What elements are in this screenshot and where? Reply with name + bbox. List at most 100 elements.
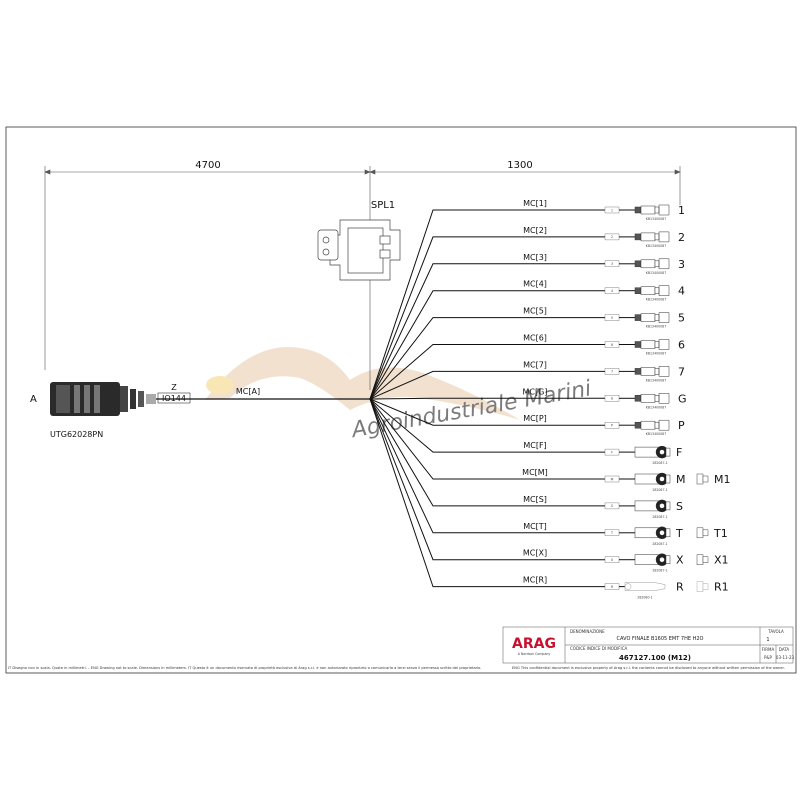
ghost-connector	[624, 582, 666, 591]
branch-tag: M	[611, 477, 614, 481]
connector-tip	[654, 368, 660, 375]
tavola-value: 1	[766, 637, 769, 643]
connector-boot	[634, 287, 642, 294]
branch-wire	[369, 290, 605, 400]
connector-hole	[659, 449, 665, 455]
mate-connector	[696, 581, 709, 592]
firma-value: P&P	[764, 655, 773, 660]
connector-tip	[654, 206, 660, 214]
small-connector	[634, 258, 670, 270]
dimension-lines	[44, 166, 681, 390]
branch-tag: 2	[611, 235, 613, 239]
connector-tip	[665, 555, 671, 564]
mate-connector	[696, 554, 709, 565]
branch-label: MC[7]	[523, 360, 547, 369]
mate-connector	[696, 527, 709, 539]
part-number: 467127.100 (M12)	[619, 654, 691, 662]
mate-tip	[702, 583, 709, 590]
connector-latch	[658, 204, 670, 216]
pin-label: 2	[678, 231, 685, 244]
connector-tip	[654, 260, 660, 268]
branch-tag: 6	[611, 343, 613, 347]
connector-code: KB13400087	[646, 298, 667, 302]
pin-label: G	[678, 392, 687, 405]
connector-code: 282087-1	[652, 515, 667, 519]
connector-body	[640, 394, 656, 403]
connector-latch	[658, 285, 670, 296]
small-connector	[634, 366, 670, 377]
round-connector	[634, 499, 671, 513]
branch-tag: R	[611, 585, 614, 589]
branch-wire	[369, 209, 605, 400]
connector-boot	[634, 341, 642, 348]
branch-wire	[369, 263, 605, 400]
connector-latch	[658, 339, 670, 350]
branch-wire	[369, 398, 605, 561]
round-connector	[634, 472, 671, 486]
connector-boot	[634, 314, 642, 321]
connector-latch	[658, 366, 670, 377]
connector-body	[640, 367, 656, 376]
mate-tip	[702, 529, 709, 537]
mate-tip	[702, 475, 709, 483]
connector-boot	[634, 395, 642, 402]
codice-label: CODICE INDICE DI MODIFICA	[570, 646, 627, 651]
branch-label: MC[X]	[523, 549, 547, 558]
branch-label: MC[1]	[523, 199, 547, 208]
connector-tip	[654, 287, 660, 294]
connector-boot	[634, 368, 642, 375]
pin-label: T	[675, 527, 683, 540]
pin-label: 7	[678, 365, 685, 378]
pin-label: 4	[678, 285, 685, 298]
connector-code: KB13400087	[646, 217, 667, 221]
mate-label: R1	[714, 581, 729, 594]
data-value: 03-11-23	[776, 655, 795, 660]
connector-tip	[665, 447, 671, 457]
connector-code: KB13400087	[646, 271, 667, 275]
branch-wire	[369, 317, 605, 400]
cable-tag-letter: Z	[171, 383, 177, 392]
main-connector-code: UTG62028PN	[50, 430, 103, 439]
connector-code: 282087-1	[652, 569, 667, 573]
mate-label: M1	[714, 473, 731, 486]
title-block	[502, 626, 794, 664]
pin-label: F	[676, 446, 682, 459]
branch-tag: T	[610, 531, 613, 535]
branch-tag: 7	[611, 370, 613, 374]
branch-tag: F	[611, 450, 613, 454]
sheet-border	[5, 126, 797, 674]
connector-hole	[659, 530, 665, 536]
branch-label: MC[3]	[523, 253, 547, 262]
connector-code: KB13400087	[646, 244, 667, 248]
connector-hole	[659, 556, 665, 563]
denominazione-label: DENOMINAZIONE	[570, 629, 605, 634]
connector-body	[640, 340, 656, 349]
data-label: DATA	[779, 647, 790, 652]
main-connector-letter: A	[30, 394, 37, 405]
branch-wire	[369, 398, 605, 453]
main-cable-label: MC[A]	[236, 387, 260, 396]
connector-boot	[634, 233, 642, 241]
connector-boot	[634, 206, 642, 214]
pin-label: 1	[678, 204, 685, 217]
small-connector	[634, 285, 670, 296]
branch-wire	[369, 398, 605, 588]
connector-code: 282080-1	[637, 596, 652, 600]
branch-tag: 5	[611, 316, 613, 320]
branch-tag: G	[611, 397, 614, 401]
connector-body	[640, 286, 656, 295]
connector-latch	[658, 393, 670, 404]
round-connector	[634, 553, 671, 566]
cable-tag-box	[157, 392, 191, 404]
